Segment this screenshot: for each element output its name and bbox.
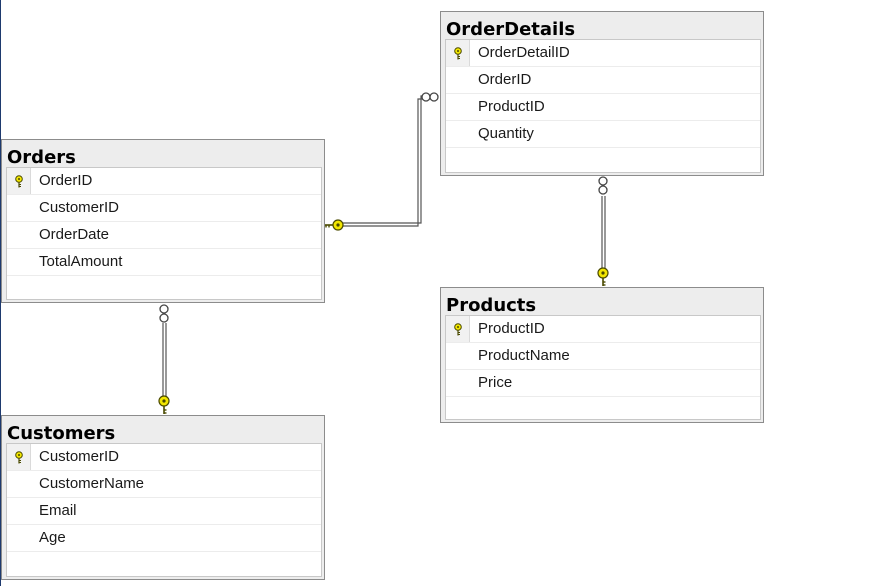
table-customers[interactable]: Customers CustomerID CustomerName Email bbox=[1, 415, 325, 580]
row-selector bbox=[7, 195, 31, 221]
column-row[interactable]: TotalAmount bbox=[7, 249, 321, 276]
row-selector bbox=[446, 40, 470, 66]
column-name: Quantity bbox=[478, 125, 534, 142]
primary-key-icon bbox=[454, 323, 462, 336]
column-grid: CustomerID CustomerName Email Age bbox=[6, 443, 322, 577]
column-row[interactable]: ProductName bbox=[446, 343, 760, 370]
column-row[interactable]: ProductID bbox=[446, 316, 760, 343]
primary-key-icon bbox=[15, 175, 23, 188]
table-title[interactable]: OrderDetails bbox=[446, 19, 576, 40]
column-name: OrderID bbox=[39, 172, 93, 189]
column-row[interactable]: OrderID bbox=[7, 168, 321, 195]
column-name: OrderID bbox=[478, 71, 532, 88]
column-row[interactable]: OrderDetailID bbox=[446, 40, 760, 67]
table-title[interactable]: Customers bbox=[7, 423, 116, 444]
row-selector bbox=[446, 67, 470, 93]
canvas-left-edge bbox=[0, 0, 1, 586]
column-name: OrderDetailID bbox=[478, 44, 570, 61]
column-name: ProductID bbox=[478, 320, 545, 337]
column-row[interactable]: OrderID bbox=[446, 67, 760, 94]
row-selector bbox=[7, 168, 31, 194]
relationship-products-orderdetails[interactable] bbox=[597, 176, 609, 287]
primary-key-icon bbox=[454, 47, 462, 60]
row-selector bbox=[446, 316, 470, 342]
column-row[interactable]: Price bbox=[446, 370, 760, 397]
many-end-infinity-icon bbox=[421, 92, 439, 102]
column-row[interactable]: Email bbox=[7, 498, 321, 525]
column-name: Age bbox=[39, 529, 66, 546]
one-end-key-icon bbox=[158, 395, 170, 415]
row-selector bbox=[7, 498, 31, 524]
one-end-key-icon bbox=[324, 219, 344, 231]
column-grid: OrderDetailID OrderID ProductID Quantity bbox=[445, 39, 761, 173]
column-row[interactable]: Quantity bbox=[446, 121, 760, 148]
table-title[interactable]: Products bbox=[446, 295, 537, 316]
relationship-orders-orderdetails[interactable] bbox=[324, 92, 439, 231]
column-name: Email bbox=[39, 502, 77, 519]
row-selector bbox=[446, 121, 470, 147]
relationship-customers-orders[interactable] bbox=[158, 304, 170, 415]
many-end-infinity-icon bbox=[598, 176, 608, 195]
column-row[interactable]: Age bbox=[7, 525, 321, 552]
row-selector bbox=[7, 249, 31, 275]
row-selector bbox=[7, 222, 31, 248]
row-selector bbox=[446, 343, 470, 369]
one-end-key-icon bbox=[597, 267, 609, 287]
column-row[interactable]: CustomerID bbox=[7, 195, 321, 222]
column-name: ProductName bbox=[478, 347, 570, 364]
column-name: ProductID bbox=[478, 98, 545, 115]
column-name: Price bbox=[478, 374, 513, 391]
primary-key-icon bbox=[15, 451, 23, 464]
table-title[interactable]: Orders bbox=[7, 147, 76, 168]
row-selector bbox=[7, 471, 31, 497]
many-end-infinity-icon bbox=[159, 304, 169, 323]
column-grid: OrderID CustomerID OrderDate TotalAmount bbox=[6, 167, 322, 300]
row-selector bbox=[446, 370, 470, 396]
column-row[interactable]: OrderDate bbox=[7, 222, 321, 249]
column-row[interactable]: CustomerName bbox=[7, 471, 321, 498]
column-name: CustomerName bbox=[39, 475, 145, 492]
table-orders[interactable]: Orders OrderID CustomerID OrderDate bbox=[1, 139, 325, 303]
column-row[interactable]: CustomerID bbox=[7, 444, 321, 471]
column-name: CustomerID bbox=[39, 199, 120, 216]
column-name: CustomerID bbox=[39, 448, 120, 465]
table-orderdetails[interactable]: OrderDetails OrderDetailID OrderID Produ… bbox=[440, 11, 764, 176]
row-selector bbox=[7, 444, 31, 470]
row-selector bbox=[446, 94, 470, 120]
column-name: TotalAmount bbox=[39, 253, 123, 270]
table-products[interactable]: Products ProductID ProductName Price bbox=[440, 287, 764, 423]
row-selector bbox=[7, 525, 31, 551]
column-grid: ProductID ProductName Price bbox=[445, 315, 761, 420]
column-row[interactable]: ProductID bbox=[446, 94, 760, 121]
column-name: OrderDate bbox=[39, 226, 110, 243]
